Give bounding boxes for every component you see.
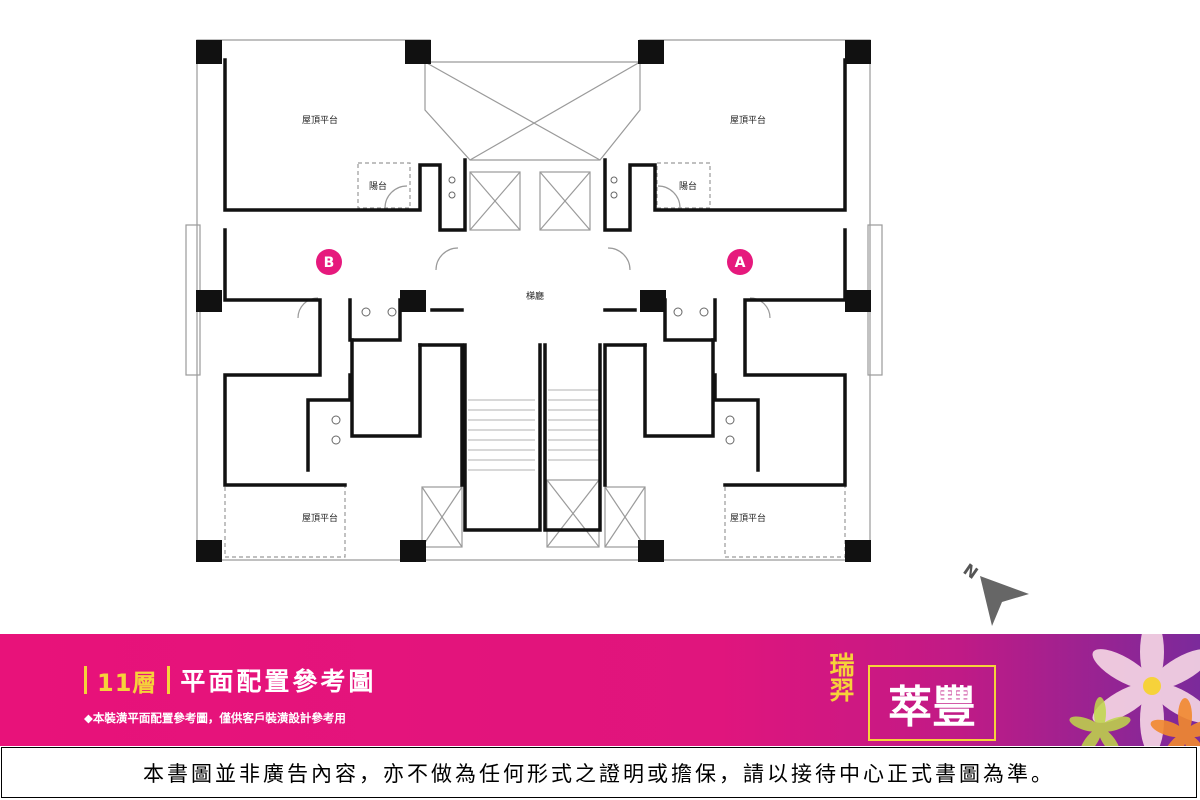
banner: 11層 平面配置參考圖 ◆本裝潢平面配置參考圖，僅供客戶裝潢設計參考用 瑞羿 萃… <box>0 634 1200 746</box>
unit-b-letter: B <box>324 255 335 271</box>
brand-prefix: 瑞羿 <box>826 652 855 702</box>
unit-a-letter: A <box>735 255 746 271</box>
elevator-lobby-label: 梯廳 <box>526 290 544 302</box>
flower-decoration-icon <box>1069 634 1200 746</box>
divider <box>167 666 171 694</box>
plan-note: ◆本裝潢平面配置參考圖，僅供客戶裝潢設計參考用 <box>84 711 346 725</box>
fixtures <box>331 176 735 445</box>
floor-title: 11層 平面配置參考圖 <box>84 664 377 697</box>
north-arrow-icon <box>980 576 1029 626</box>
brand-logo: 萃豐 <box>868 665 996 741</box>
unit-b-badge: B <box>316 249 342 275</box>
plan-title: 平面配置參考圖 <box>180 667 377 696</box>
structural-columns <box>196 40 871 562</box>
roof-terrace-bottom-left-label: 屋頂平台 <box>302 512 338 524</box>
unit-a-badge: A <box>727 249 753 275</box>
disclaimer: 本書圖並非廣告內容，亦不做為任何形式之證明或擔保，請以接待中心正式書圖為準。 <box>1 747 1197 798</box>
balcony-left-label: 陽台 <box>369 180 387 192</box>
north-label: N <box>960 560 982 583</box>
floor-plan: 屋頂平台 屋頂平台 陽台 陽台 梯廳 屋頂平台 屋頂平台 B A <box>185 39 883 562</box>
roof-terrace-top-left-label: 屋頂平台 <box>302 114 338 126</box>
floor-number: 11層 <box>97 668 158 697</box>
balcony-right-label: 陽台 <box>679 180 697 192</box>
north-arrow: N <box>960 560 1029 626</box>
roof-terrace-bottom-right-label: 屋頂平台 <box>730 512 766 524</box>
divider <box>84 666 87 694</box>
roof-terrace-top-right-label: 屋頂平台 <box>730 114 766 126</box>
